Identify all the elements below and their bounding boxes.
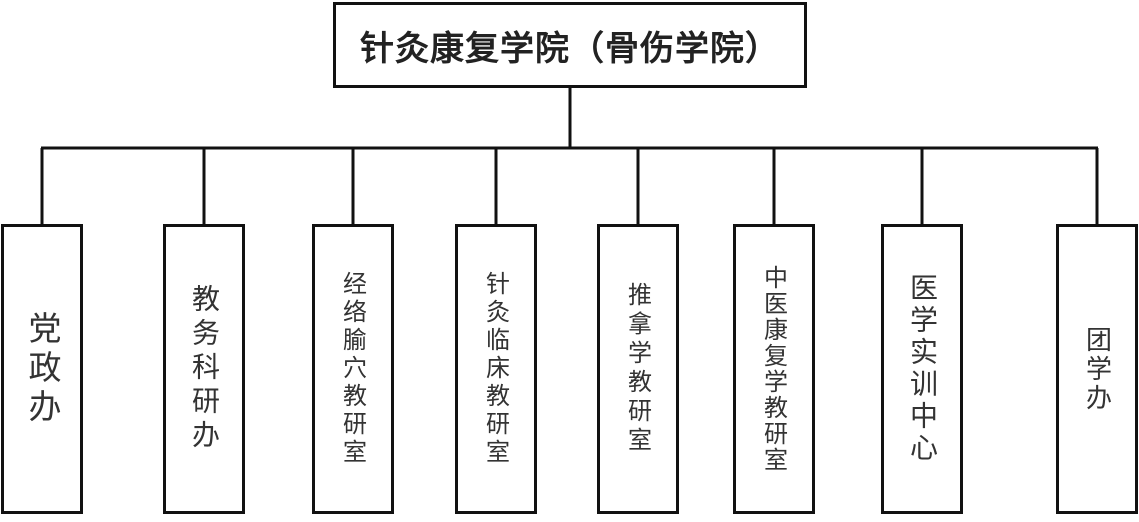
unit-box-3: 经络腧穴教研室: [312, 224, 394, 514]
unit-label-8: 团学办: [1081, 325, 1112, 413]
unit-label-4: 针灸临床教研室: [481, 271, 510, 467]
root-node: 针灸康复学院（骨伤学院）: [333, 2, 807, 88]
unit-box-5: 推拿学教研室: [597, 224, 679, 514]
unit-label-6: 中医康复学教研室: [759, 265, 788, 473]
unit-box-8: 团学办: [1056, 224, 1138, 514]
unit-label-3: 经络腧穴教研室: [338, 271, 367, 467]
unit-box-4: 针灸临床教研室: [455, 224, 537, 514]
unit-box-6: 中医康复学教研室: [733, 224, 815, 514]
unit-label-1: 党政办: [23, 310, 62, 428]
unit-label-7: 医学实训中心: [906, 273, 939, 465]
root-title: 针灸康复学院（骨伤学院）: [360, 28, 780, 69]
unit-box-1: 党政办: [1, 224, 83, 514]
unit-label-5: 推拿学教研室: [623, 282, 652, 456]
unit-box-2: 教务科研办: [163, 224, 245, 514]
unit-label-2: 教务科研办: [188, 284, 221, 454]
unit-box-7: 医学实训中心: [881, 224, 963, 514]
